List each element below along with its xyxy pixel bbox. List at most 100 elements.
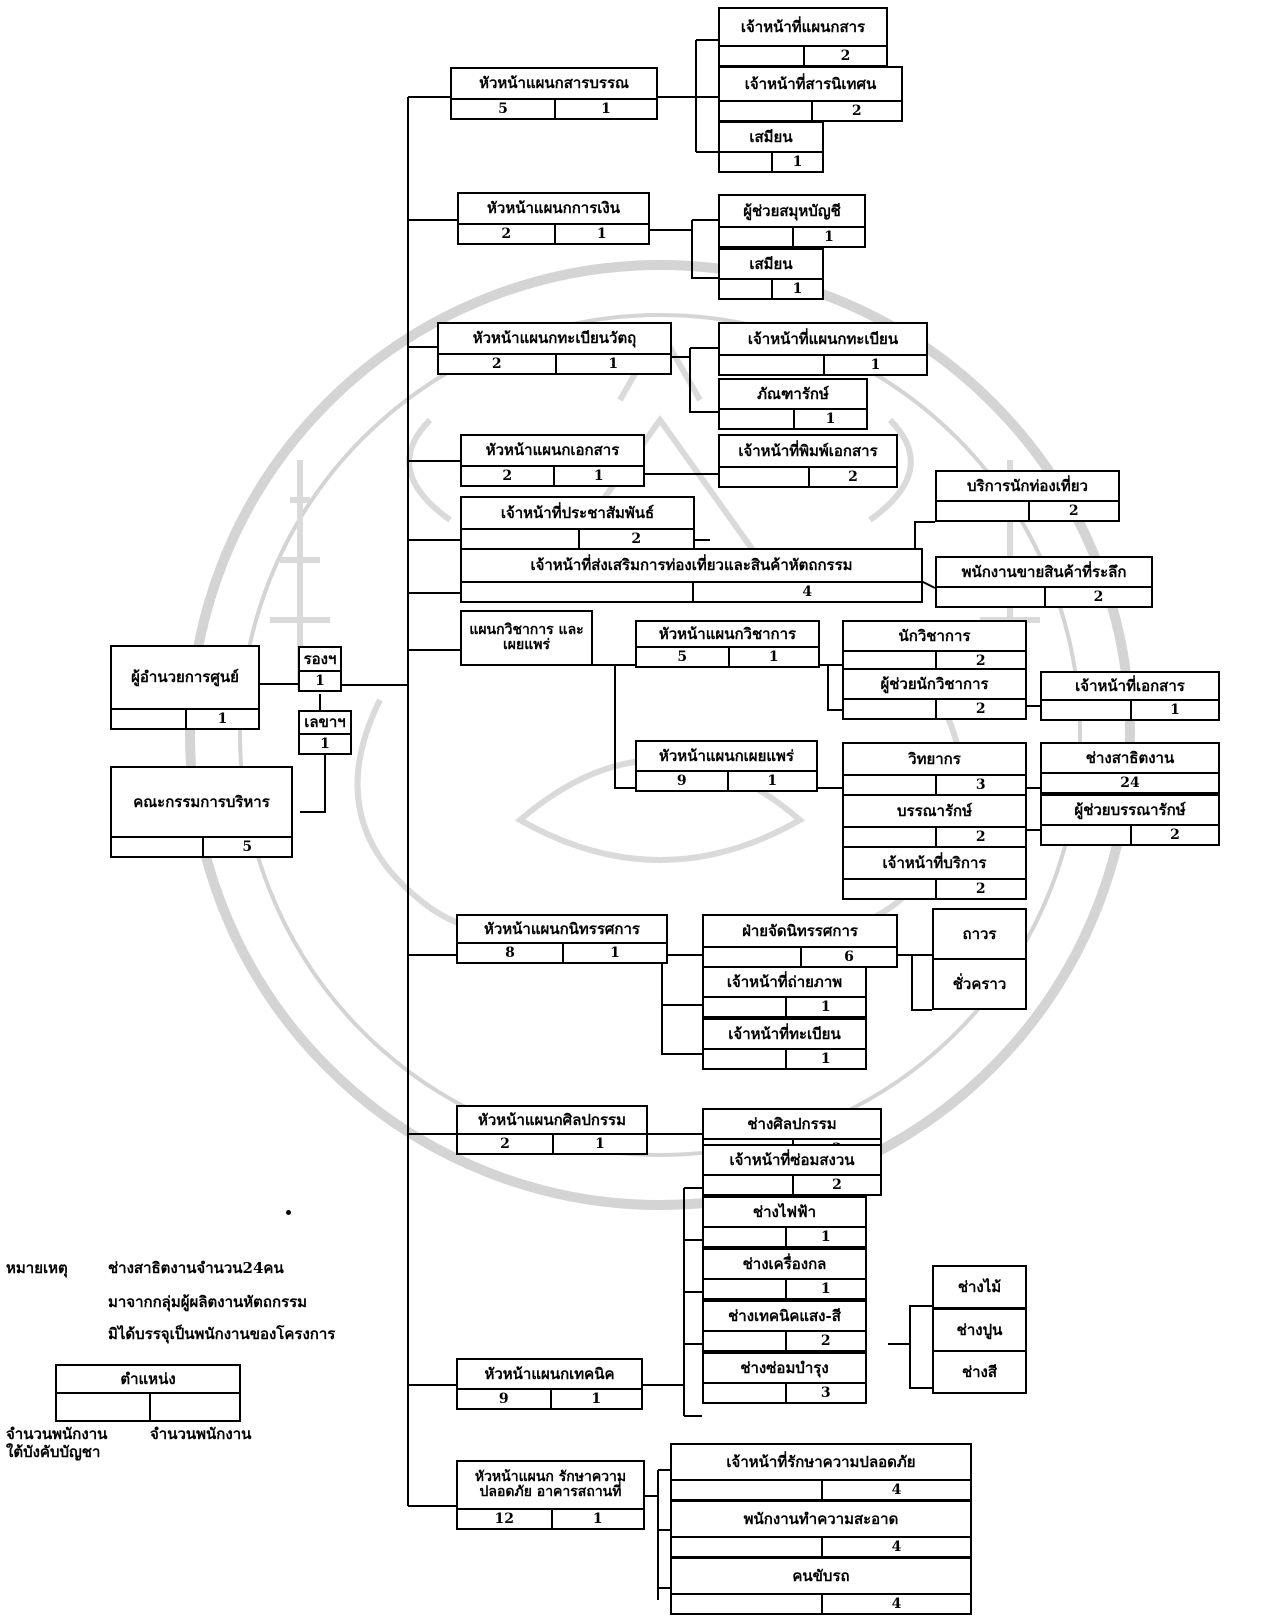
node-title: หัวหน้าแผนกการเงิน — [487, 199, 620, 217]
node-temporary: ชั่วคราว — [932, 958, 1027, 1010]
node-title: บริการนักท่องเที่ยว — [967, 476, 1088, 495]
node-title: หัวหน้าแผนกเอกสาร — [485, 441, 620, 459]
node-staff-count: 1 — [784, 1280, 866, 1298]
node-title: บรรณารักษ์ — [897, 801, 972, 820]
node-title: ช่างเทคนิคแสง-สี — [728, 1306, 841, 1325]
node-pr-off: เจ้าหน้าที่ประชาสัมพันธ์2 — [460, 496, 695, 550]
node-subordinate-count — [112, 710, 185, 728]
node-staff-count: 1 — [793, 410, 866, 428]
node-title: หัวหน้าแผนกเผยแพร่ — [659, 746, 794, 765]
node-h-security: หัวหน้าแผนก รักษาความปลอดภัย อาคารสถานที… — [456, 1460, 645, 1530]
node-subordinate-count — [462, 583, 692, 601]
node-staff-count: 1 — [771, 280, 822, 298]
node-title: วิทยากร — [908, 749, 961, 768]
node-subordinate-count — [112, 838, 202, 856]
node-staff-count: 1 — [549, 1390, 642, 1408]
node-subordinate-count — [672, 1481, 821, 1499]
node-staff-count: 1 — [727, 648, 819, 666]
node-mason: ช่างปูน — [932, 1308, 1027, 1352]
node-academic-div: แผนกวิชาการ และเผยแพร่ — [460, 610, 593, 666]
node-title: ผู้ช่วยบรรณารักษ์ — [1074, 800, 1186, 819]
node-title: เลขาฯ — [304, 713, 346, 731]
node-subordinate-count — [704, 1384, 785, 1402]
node-asst-librarian: ผู้ช่วยบรรณารักษ์2 — [1040, 794, 1220, 846]
node-staff-count: 2 — [810, 102, 902, 120]
node-staff-count: 1 — [1130, 701, 1218, 719]
node-subordinate-count: 8 — [505, 945, 515, 961]
node-title: นักวิชาการ — [898, 626, 971, 645]
node-subordinate-count — [704, 998, 785, 1016]
node-subordinate-count — [844, 828, 935, 846]
node-staff-count: 1 — [552, 1135, 646, 1153]
node-subordinate-count: 5 — [677, 649, 688, 665]
node-messenger2: เสมียน 1 — [718, 248, 824, 300]
node-subordinate-count: 5 — [498, 101, 508, 117]
node-staff-count: 2 — [1044, 588, 1151, 606]
node-title: หัวหน้าแผนกวิชาการ — [658, 624, 797, 643]
node-title: ช่างเครื่องกล — [742, 1254, 827, 1273]
node-title: เจ้าหน้าที่ซ่อมสงวน — [729, 1150, 855, 1169]
node-subordinate-count — [704, 1050, 785, 1068]
node-h-docs: หัวหน้าแผนกเอกสาร 2 1 — [460, 434, 645, 487]
node-print-off: เจ้าหน้าที่พิมพ์เอกสาร 2 — [718, 434, 898, 488]
node-title: เจ้าหน้าที่ถ่ายภาพ — [726, 972, 843, 991]
node-librarian: บรรณารักษ์2 — [842, 794, 1027, 848]
node-subordinate-count — [1042, 701, 1130, 719]
node-staff-count: 1 — [823, 356, 926, 374]
node-staff-count: 1 — [792, 228, 864, 246]
node-title: เจ้าหน้าที่บริการ — [882, 853, 987, 872]
node-title: หัวหน้าแผนกเทคนิค — [484, 1364, 615, 1383]
node-title: เจ้าหน้าที่แผนกสาร — [740, 17, 866, 36]
node-title: พนักงานขายสินค้าที่ระลึก — [961, 562, 1127, 581]
node-title: ช่างสาธิตงาน — [1085, 748, 1175, 767]
node-title: หัวหน้าแผนกสารบรรณ — [479, 74, 629, 92]
node-staff-count: 2 — [803, 47, 886, 65]
node-subordinate-count — [720, 228, 792, 246]
node-staff-count: 1 — [550, 1510, 644, 1528]
node-subordinate-count: 2 — [502, 468, 513, 484]
node-messenger1: เสมียน 1 — [718, 121, 824, 173]
node-staff-count: 5 — [201, 838, 292, 856]
node-subordinate-count — [844, 776, 935, 794]
node-title: ผู้ช่วยสมุหบัญชี — [743, 201, 841, 220]
node-painter: ช่างสี — [932, 1350, 1027, 1394]
node-title: เจ้าหน้าที่ทะเบียน — [728, 1024, 841, 1043]
node-title: หัวหน้าแผนกนิทรรศการ — [483, 919, 640, 938]
node-title: ชั่วคราว — [952, 974, 1007, 993]
node-staff-count: 4 — [691, 583, 922, 601]
node-title: ช่างปูน — [956, 1320, 1003, 1339]
legend-note-label: หมายเหตุ — [6, 1259, 68, 1277]
node-title: ผู้อำนวยการศูนย์ — [131, 668, 239, 686]
node-title: เสมียน — [749, 254, 793, 273]
node-staff-count: 1 — [552, 467, 644, 485]
node-staff-count: 2 — [577, 530, 694, 548]
node-staff-count: 2 — [808, 468, 896, 486]
node-staff-count: 4 — [821, 1481, 970, 1499]
node-mechanic: ช่างเครื่องกล 1 — [702, 1248, 867, 1300]
node-carpenter: ช่างไม้ — [932, 1265, 1027, 1309]
node-light-tech: ช่างเทคนิคแสง-สี2 — [702, 1300, 867, 1352]
node-title: เสมียน — [749, 127, 793, 146]
node-director: ผู้อำนวยการศูนย์1 — [110, 645, 260, 730]
node-title: แผนกวิชาการ และเผยแพร่ — [469, 622, 584, 653]
node-saraban-off: เจ้าหน้าที่แผนกสาร 2 — [718, 7, 888, 67]
node-title: รองฯ — [303, 649, 337, 668]
node-souvenir: พนักงานขายสินค้าที่ระลึก 2 — [935, 556, 1153, 608]
node-subordinate-count: 9 — [676, 773, 687, 789]
node-staff-count: 1 — [771, 153, 822, 171]
node-tourism-off: เจ้าหน้าที่ส่งเสริมการท่องเที่ยวและสินค้… — [460, 548, 923, 603]
node-staff-count: 6 — [800, 948, 896, 966]
node-title: เจ้าหน้าที่พิมพ์เอกสาร — [738, 441, 878, 460]
